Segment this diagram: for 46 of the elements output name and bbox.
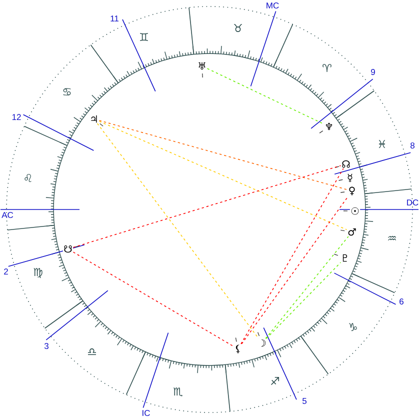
house-label: 3: [44, 343, 48, 349]
house-label: 8: [410, 142, 414, 148]
aspect-line: [206, 68, 324, 124]
zodiac-sign: ♐: [270, 377, 280, 386]
house-label: 5: [302, 398, 306, 404]
zodiac-sign: ♌: [24, 174, 32, 182]
planet-glyph: ☋: [62, 244, 74, 254]
zodiac-sign: ♏: [173, 387, 183, 397]
aspect-line: [98, 120, 348, 190]
house-label: AC: [2, 212, 14, 218]
planet-glyph: ♅: [196, 62, 208, 70]
zodiac-sign: ♓: [378, 140, 386, 148]
aspect-line: [72, 165, 342, 248]
aspect-line: [72, 252, 234, 347]
house-label: 9: [371, 69, 375, 75]
planet-glyph: ☊: [340, 160, 352, 168]
planet-glyph: ☉: [350, 206, 360, 216]
house-label: 6: [400, 298, 404, 304]
planet-glyph: ♂: [346, 228, 358, 236]
house-label: IC: [142, 410, 150, 416]
house-label: 11: [110, 16, 118, 22]
zodiac-sign: ♈: [322, 64, 332, 72]
planet-glyph: ☿: [346, 173, 354, 183]
house-label: 2: [4, 268, 8, 274]
planet-glyph: ♀: [348, 186, 356, 196]
aspect-line: [98, 120, 348, 230]
aspect-line: [96, 123, 260, 339]
zodiac-sign: ♉: [234, 24, 242, 32]
zodiac-sign: ♑: [349, 323, 357, 332]
zodiac-sign: ♒: [388, 236, 396, 240]
aspect-line: [266, 262, 342, 339]
planet-glyph: ♃: [88, 114, 100, 124]
aspect-line: [240, 168, 344, 344]
planet-glyph: ♇: [340, 254, 350, 262]
zodiac-sign: ♎: [88, 348, 96, 356]
house-label: MC: [266, 2, 279, 8]
planet-glyph: ♆: [324, 122, 334, 131]
zodiac-sign: ♍: [34, 268, 42, 278]
house-label: DC: [407, 200, 418, 206]
zodiac-sign: ♊: [140, 32, 148, 42]
aspect-line: [265, 236, 349, 339]
house-label: 12: [12, 114, 21, 120]
planet-glyph: ☽: [256, 338, 268, 348]
planet-glyph: ⚸: [234, 344, 242, 354]
zodiac-sign: ♋: [63, 88, 71, 96]
aspect-line: [241, 196, 349, 344]
